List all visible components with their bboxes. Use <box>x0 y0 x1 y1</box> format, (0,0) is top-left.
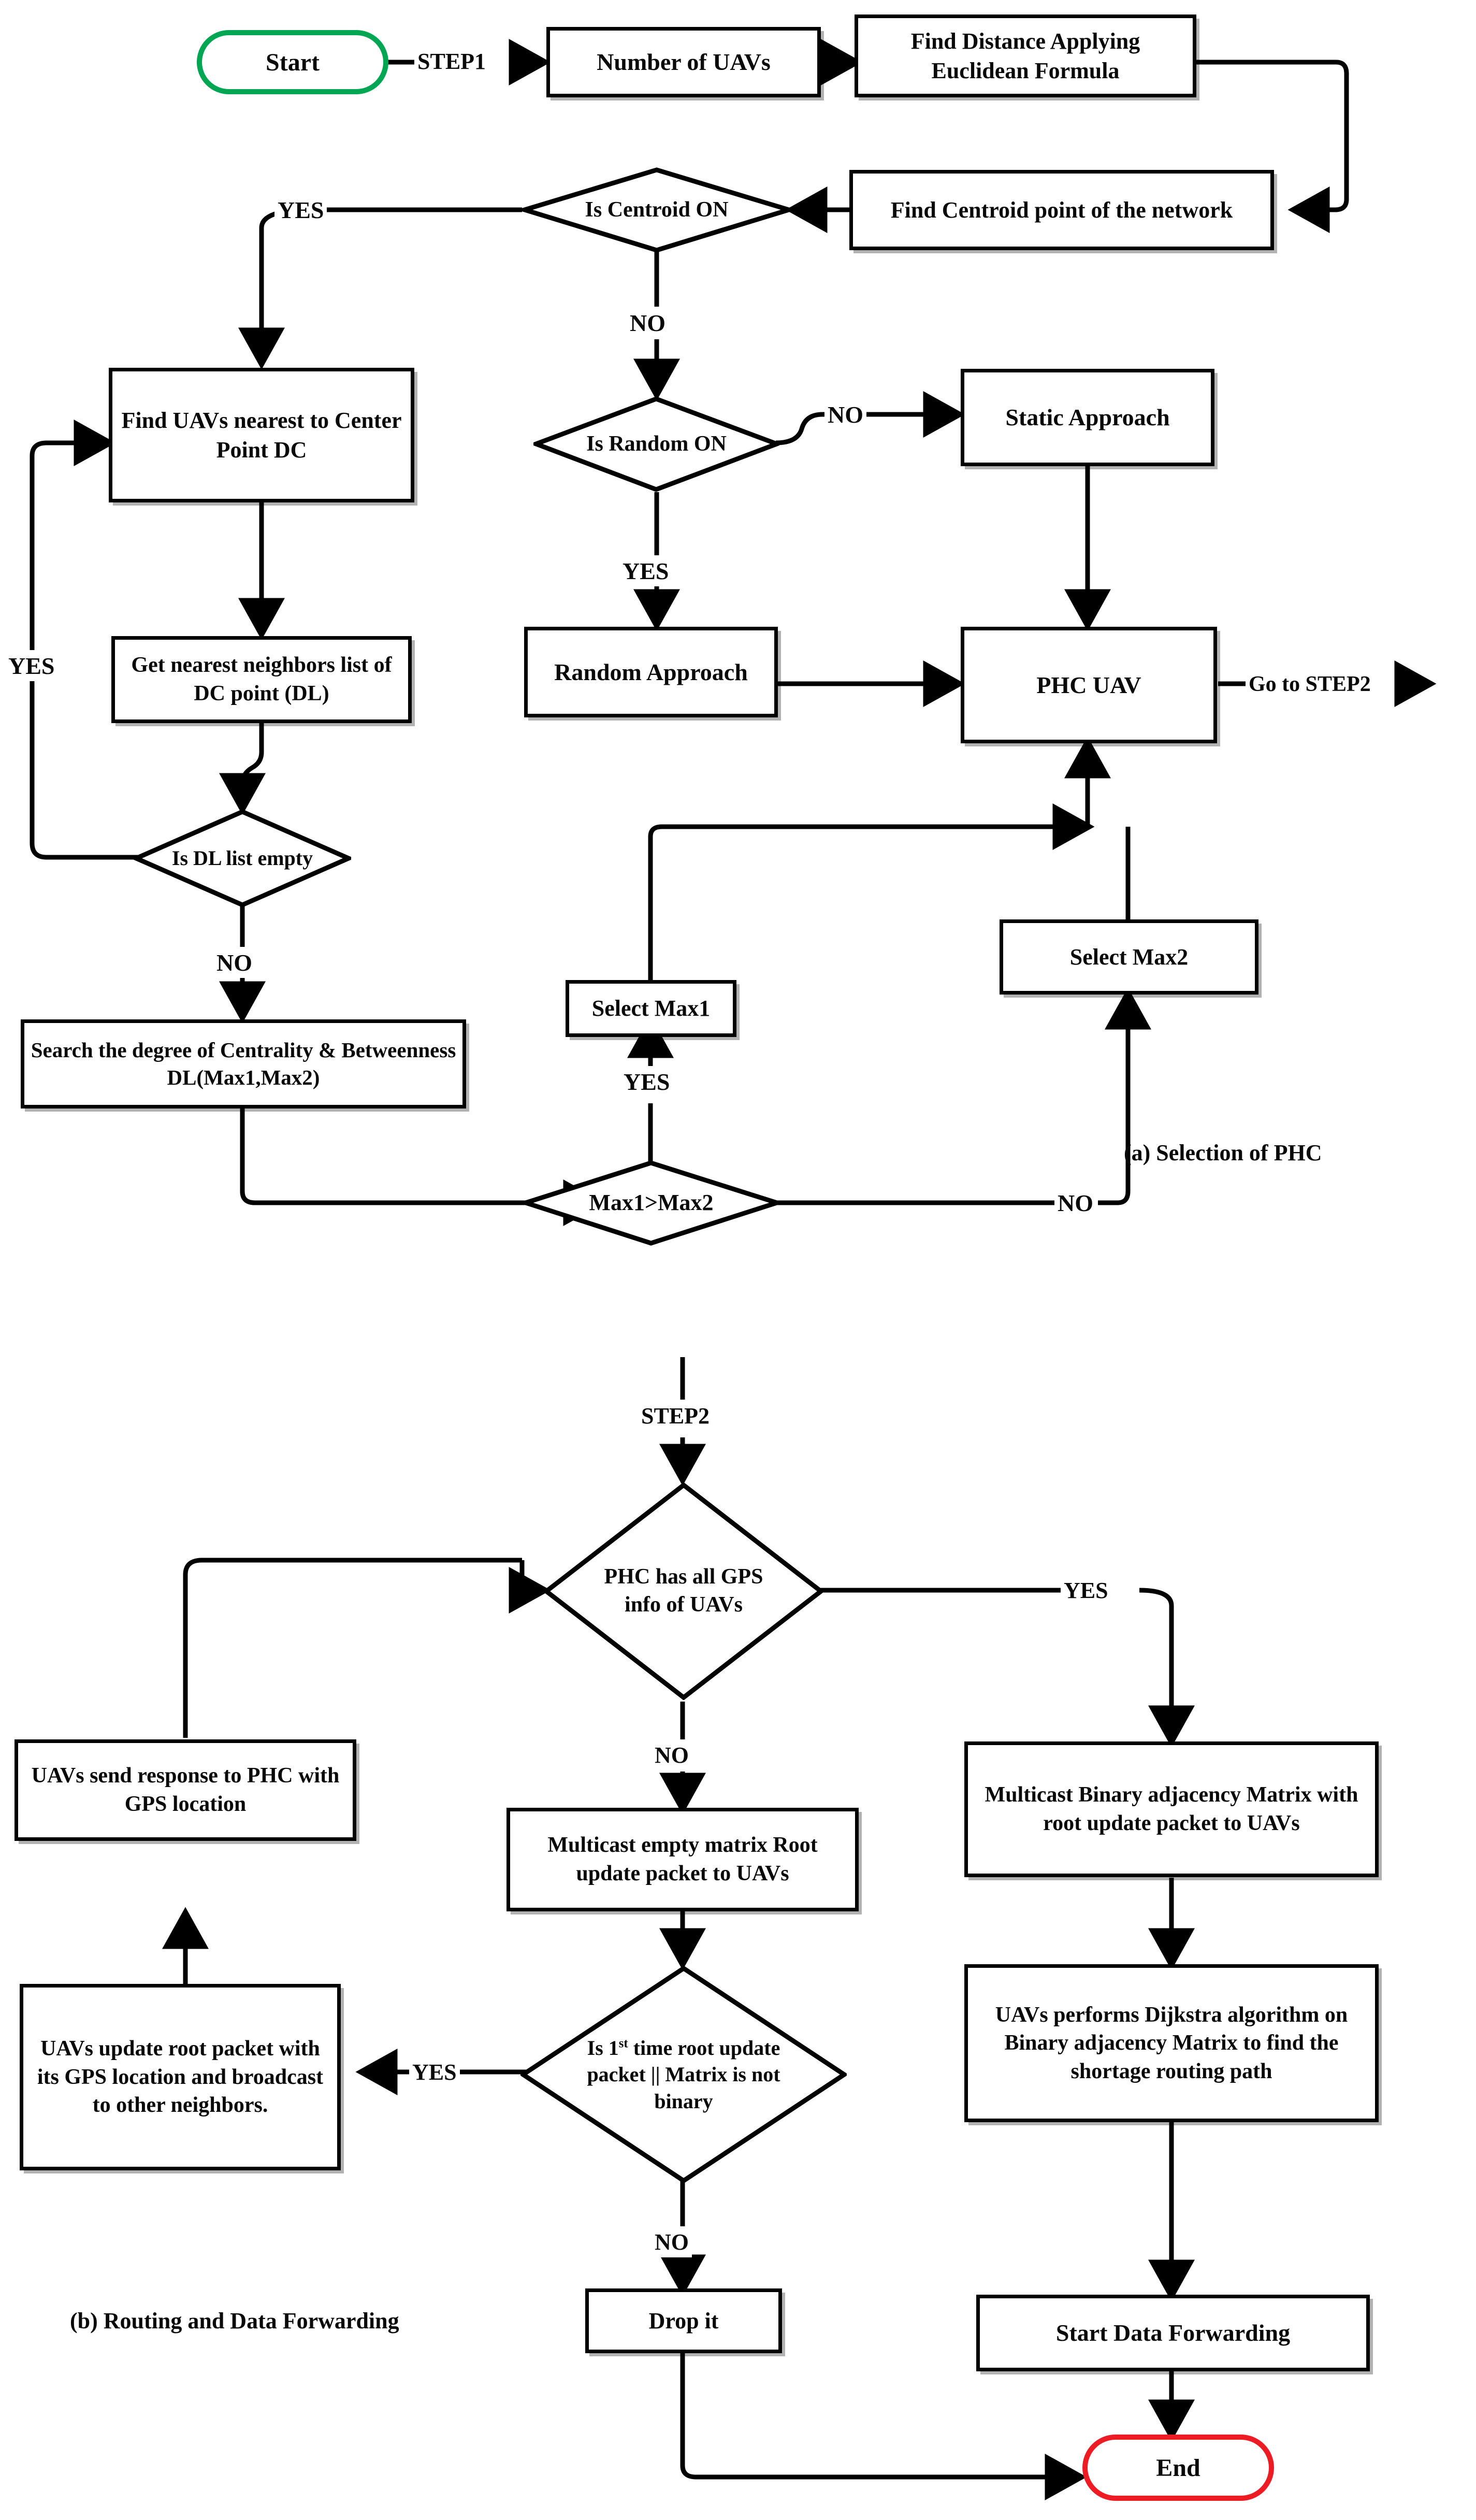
node-find-distance-label: Find Distance Applying Euclidean Formula <box>910 28 1140 83</box>
node-drop-it[interactable]: Drop it <box>585 2288 782 2353</box>
edge-label-centroid-yes: YES <box>274 194 327 225</box>
diamond-shape <box>520 1966 847 2183</box>
node-multicast-binary-matrix[interactable]: Multicast Binary adjacency Matrix with r… <box>964 1741 1379 1877</box>
decision-line2: packet || Matrix is not <box>587 2063 780 2086</box>
decision-line1-a: Is 1 <box>587 2036 619 2060</box>
node-drop-it-label: Drop it <box>648 2308 719 2334</box>
edge-label-root-yes: YES <box>409 2056 460 2087</box>
diamond-shape <box>522 167 791 253</box>
node-uavs-send-response[interactable]: UAVs send response to PHC with GPS locat… <box>15 1739 356 1841</box>
node-start[interactable]: Start <box>197 30 388 94</box>
node-is-random-on[interactable]: Is Random ON <box>533 396 779 492</box>
node-select-max1-label: Select Max1 <box>591 996 711 1021</box>
node-start-data-forwarding-label: Start Data Forwarding <box>1055 2320 1291 2346</box>
caption-a: (a) Selection of PHC <box>1124 1140 1322 1165</box>
edge-label-gps-yes: YES <box>1061 1575 1111 1606</box>
node-multicast-empty-matrix-label: Multicast empty matrix Root update packe… <box>547 1833 818 1885</box>
node-max1-gt-max2[interactable]: Max1>Max2 <box>523 1160 779 1246</box>
node-find-centroid-label: Find Centroid point of the network <box>890 197 1233 223</box>
node-phc-has-gps[interactable]: PHC has all GPS info of UAVs <box>544 1482 823 1700</box>
edge-label-step1: STEP1 <box>414 46 489 77</box>
node-get-nearest-neighbors-label: Get nearest neighbors list of DC point (… <box>131 653 392 705</box>
node-multicast-empty-matrix[interactable]: Multicast empty matrix Root update packe… <box>507 1808 859 1911</box>
node-select-max2-label: Select Max2 <box>1069 944 1189 970</box>
node-is-centroid-on-label: Is Centroid ON <box>585 197 729 222</box>
node-is-dl-list-empty-label: Is DL list empty <box>171 846 313 870</box>
node-is-random-on-label: Is Random ON <box>586 431 727 456</box>
edge-label-step2: STEP2 <box>638 1400 713 1432</box>
node-phc-uav[interactable]: PHC UAV <box>961 627 1217 743</box>
node-phc-has-gps-label: PHC has all GPS info of UAVs <box>604 1565 763 1617</box>
node-static-approach[interactable]: Static Approach <box>961 369 1214 466</box>
node-find-centroid[interactable]: Find Centroid point of the network <box>849 170 1274 250</box>
decision-line3: binary <box>654 2089 713 2113</box>
edge-label-max-no: NO <box>1054 1187 1096 1218</box>
node-max1-gt-max2-label: Max1>Max2 <box>589 1190 714 1216</box>
decision-line1-b: time root update <box>628 2036 780 2060</box>
node-phc-uav-label: PHC UAV <box>1036 671 1141 698</box>
edge-label-random-yes: YES <box>619 555 672 586</box>
edge-label-random-no: NO <box>824 399 866 430</box>
node-search-degree[interactable]: Search the degree of Centrality & Betwee… <box>21 1019 466 1108</box>
node-uavs-dijkstra[interactable]: UAVs performs Dijkstra algorithm on Bina… <box>964 1964 1379 2122</box>
edge-label-root-no: NO <box>652 2226 692 2257</box>
node-start-label: Start <box>266 48 320 76</box>
node-number-of-uavs[interactable]: Number of UAVs <box>546 27 821 97</box>
caption-b: (b) Routing and Data Forwarding <box>70 2308 399 2334</box>
node-find-distance[interactable]: Find Distance Applying Euclidean Formula <box>855 15 1196 97</box>
node-number-of-uavs-label: Number of UAVs <box>597 49 771 76</box>
node-random-approach-label: Random Approach <box>554 658 748 685</box>
diamond-shape <box>544 1482 823 1700</box>
diamond-shape <box>134 809 351 908</box>
node-select-max1[interactable]: Select Max1 <box>566 980 736 1037</box>
node-is-centroid-on[interactable]: Is Centroid ON <box>522 167 791 253</box>
node-end[interactable]: End <box>1082 2435 1274 2501</box>
edge-label-centroid-no: NO <box>627 307 669 339</box>
node-uavs-update-root-packet-label: UAVs update root packet with its GPS loc… <box>37 2037 324 2118</box>
edge-label-max-yes: YES <box>620 1066 673 1097</box>
node-uavs-send-response-label: UAVs send response to PHC with GPS locat… <box>31 1764 340 1816</box>
diamond-shape <box>523 1160 779 1246</box>
node-is-first-time-root-update[interactable]: Is 1st time root update packet || Matrix… <box>520 1966 847 2183</box>
node-is-first-time-root-update-label: Is 1st time root update packet || Matrix… <box>584 2035 783 2114</box>
node-find-uavs-nearest[interactable]: Find UAVs nearest to Center Point DC <box>109 368 414 502</box>
node-uavs-update-root-packet[interactable]: UAVs update root packet with its GPS loc… <box>20 1984 341 2170</box>
node-random-approach[interactable]: Random Approach <box>524 627 778 717</box>
node-multicast-binary-matrix-label: Multicast Binary adjacency Matrix with r… <box>985 1783 1358 1835</box>
edge-label-gps-no: NO <box>652 1739 692 1770</box>
edge-label-dl-no: NO <box>213 947 255 978</box>
edge-label-dl-yes: YES <box>5 650 58 681</box>
node-start-data-forwarding[interactable]: Start Data Forwarding <box>976 2295 1370 2371</box>
decision-line1-sup: st <box>618 2036 628 2051</box>
node-uavs-dijkstra-label: UAVs performs Dijkstra algorithm on Bina… <box>995 2003 1348 2083</box>
node-get-nearest-neighbors[interactable]: Get nearest neighbors list of DC point (… <box>111 636 412 723</box>
node-end-label: End <box>1156 2454 1200 2482</box>
node-is-dl-list-empty[interactable]: Is DL list empty <box>134 809 351 908</box>
node-static-approach-label: Static Approach <box>1005 404 1170 431</box>
node-select-max2[interactable]: Select Max2 <box>1000 919 1258 995</box>
edge-label-go-to-step2: Go to STEP2 <box>1246 669 1374 699</box>
diamond-shape <box>533 396 779 492</box>
node-find-uavs-nearest-label: Find UAVs nearest to Center Point DC <box>121 407 402 463</box>
node-search-degree-label: Search the degree of Centrality & Betwee… <box>31 1038 456 1089</box>
